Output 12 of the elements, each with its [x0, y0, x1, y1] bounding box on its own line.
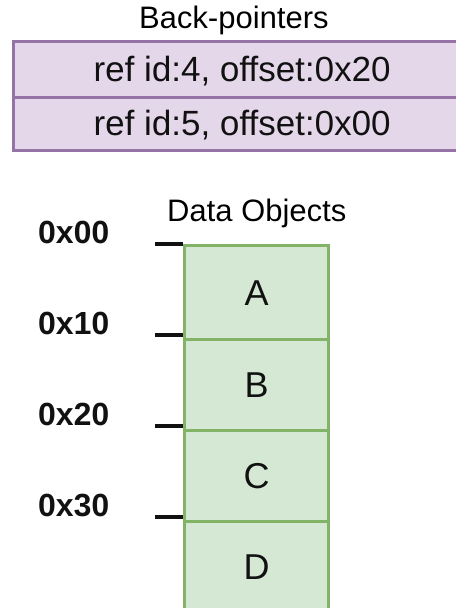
memory-cell: A — [186, 247, 327, 338]
memory-cell: D — [186, 520, 327, 608]
group-heading: Back-pointers — [139, 0, 329, 36]
memory-cell: B — [186, 338, 327, 429]
offset-label: 0x30 — [38, 487, 110, 523]
offset-label: 0x20 — [38, 396, 110, 432]
offset-label: 0x10 — [38, 305, 110, 341]
table-row: ref id:5, offset:0x00 — [15, 96, 456, 149]
memory-cell: C — [186, 429, 327, 520]
offset-label: 0x00 — [38, 214, 110, 250]
table-row: ref id:4, offset:0x20 — [15, 43, 456, 96]
group-heading: Data Objects — [167, 192, 346, 230]
